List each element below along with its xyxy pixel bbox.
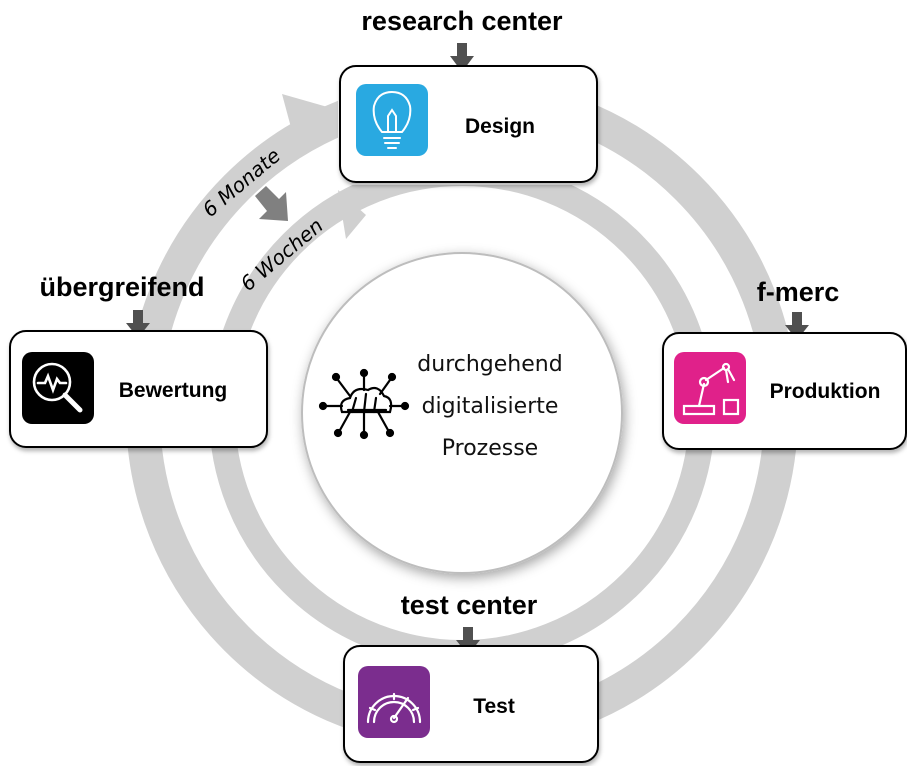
- inner-cycle-label: 6 Wochen: [236, 213, 328, 296]
- center-circle: [301, 252, 623, 574]
- outer-ring-arrowhead: [282, 94, 345, 146]
- bewertung-location-label: übergreifend: [39, 272, 204, 302]
- analysis-magnifier-icon: [22, 352, 94, 424]
- bewertung-title: Bewertung: [119, 379, 228, 402]
- produktion-title: Produktion: [770, 380, 881, 403]
- lightbulb-icon: [356, 84, 428, 156]
- design-pointer-arrow: [450, 43, 474, 72]
- design-location-label: research center: [361, 6, 563, 36]
- center-text-line-1: durchgehend: [417, 352, 562, 377]
- test-title: Test: [473, 695, 515, 718]
- cycle-transition-arrow: [255, 186, 288, 221]
- inner-ring-arrowhead: [338, 190, 366, 239]
- cloud-network-icon: [318, 368, 410, 440]
- test-location-label: test center: [401, 590, 538, 620]
- center-text-line-2: digitalisierte: [422, 394, 559, 419]
- robot-arm-icon: [674, 352, 746, 424]
- produktion-location-label: f-merc: [757, 277, 840, 307]
- design-title: Design: [465, 115, 535, 138]
- center-text-line-3: Prozesse: [442, 436, 538, 461]
- speedometer-icon: [358, 666, 430, 738]
